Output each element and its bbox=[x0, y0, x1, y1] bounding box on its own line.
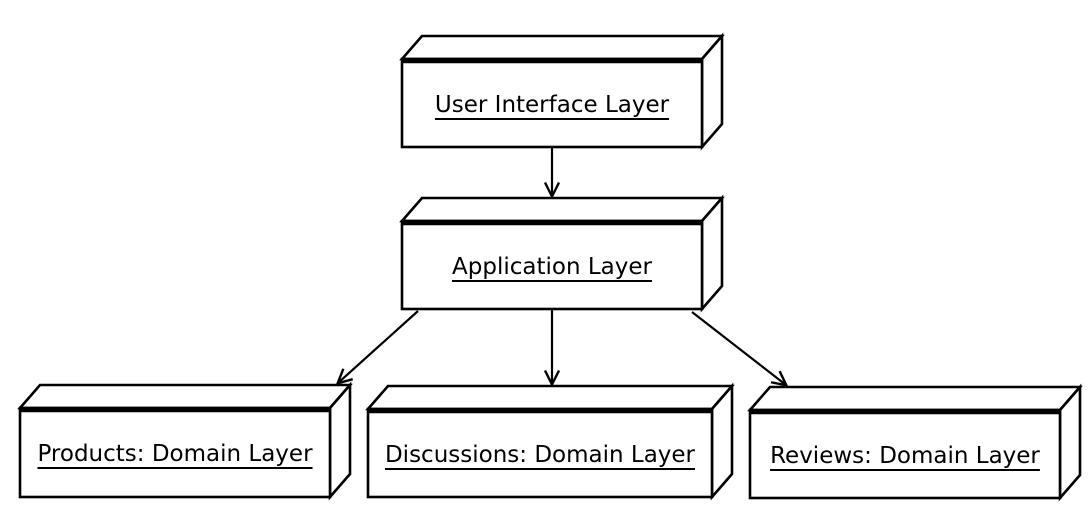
node-front-face bbox=[400, 219, 704, 311]
node-top-face bbox=[17, 383, 353, 410]
node-top-face bbox=[747, 385, 1083, 412]
node-discussions-domain-layer-shape bbox=[365, 382, 735, 501]
node-top-face bbox=[399, 196, 725, 223]
node-front-face bbox=[18, 406, 332, 499]
node-products-domain-layer-shape bbox=[17, 381, 353, 501]
node-application-layer-shape bbox=[399, 194, 725, 313]
node-front-face bbox=[400, 57, 704, 149]
node-top-face bbox=[365, 384, 735, 411]
edge-application-to-products-arrow bbox=[335, 310, 419, 386]
node-top-face bbox=[399, 34, 725, 61]
node-user-interface-layer-shape bbox=[399, 32, 725, 151]
node-front-face bbox=[366, 407, 714, 499]
node-front-face bbox=[748, 408, 1062, 500]
node-reviews-domain-layer-shape bbox=[747, 383, 1083, 502]
edge-application-to-reviews-arrow bbox=[691, 311, 789, 387]
